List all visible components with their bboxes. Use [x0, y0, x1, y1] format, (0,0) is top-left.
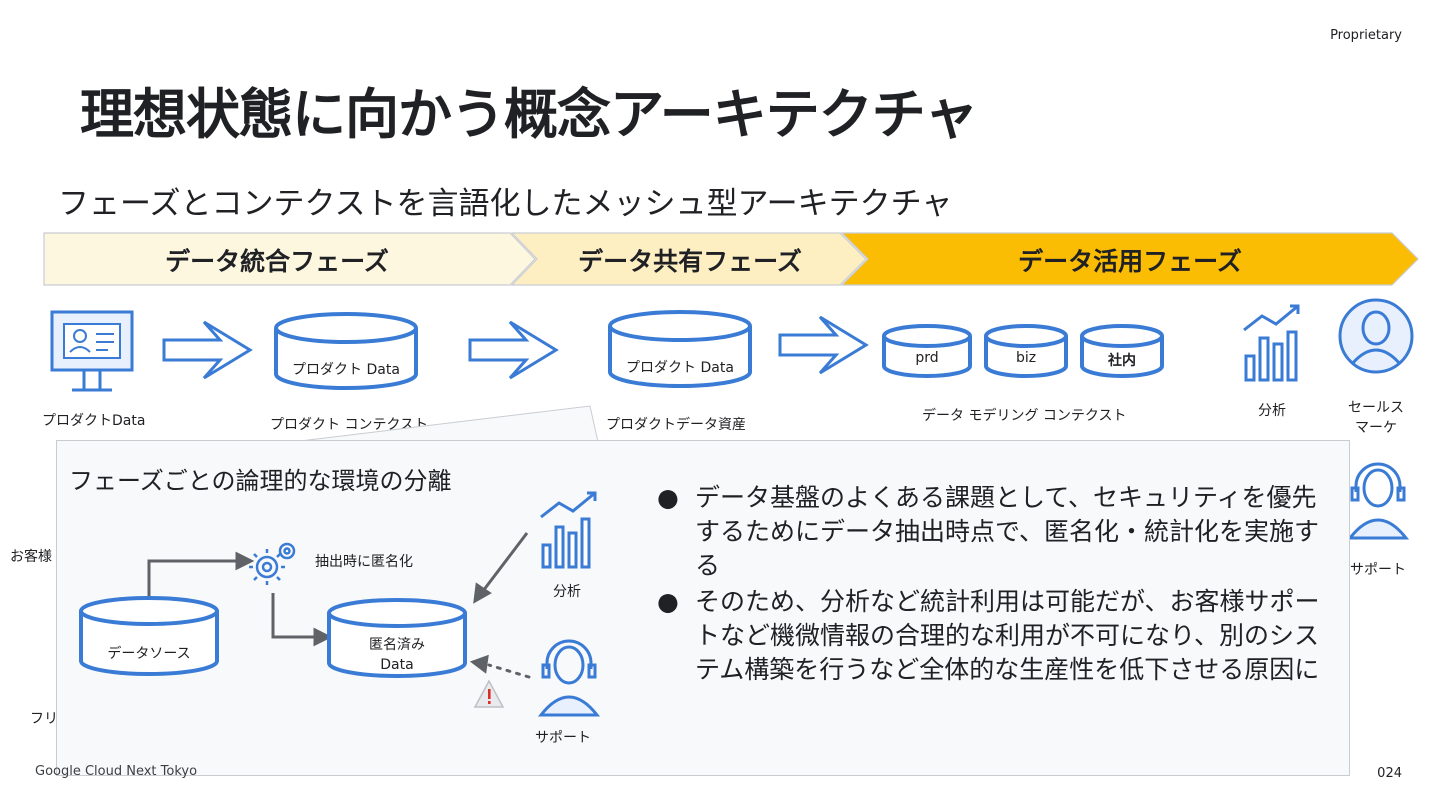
connector-support-to-anon [487, 663, 531, 679]
sales-person-icon [1338, 298, 1414, 374]
cylinder-2-text: プロダクト Data [626, 360, 734, 376]
top-flow-diagram [50, 298, 1414, 392]
anon-cylinder-text: 匿名済み Data [329, 635, 465, 675]
gears-icon [249, 542, 296, 585]
cylinder-prd-text: prd [915, 350, 939, 366]
phase-chevron-integrate [43, 232, 536, 286]
connector-source-to-gear [147, 559, 237, 599]
cylinder-1-label: プロダクト コンテクスト [270, 417, 429, 433]
bullet-item: ● データ基盤のよくある課題として、セキュリティを優先するためにデータ抽出時点で、… [657, 481, 1335, 583]
popup-analytics-label: 分析 [553, 584, 581, 600]
page-number: 024 [1377, 766, 1402, 781]
popup-analytics-icon [540, 491, 597, 569]
explanation-popup: フェーズごとの論理的な環境の分離 [56, 440, 1350, 776]
anon-cylinder-line2: Data [380, 657, 414, 673]
arrow-2 [468, 320, 559, 380]
cylinder-anonymized-data [327, 598, 467, 678]
analytics-label: 分析 [1258, 403, 1286, 419]
cylinder-biz-text: biz [1015, 350, 1037, 366]
support-label-right: サポート [1350, 562, 1406, 578]
cylinder-data-source [79, 596, 219, 676]
analytics-chart-icon [1243, 304, 1300, 382]
phase-label-integrate: データ統合フェーズ [165, 247, 389, 276]
phase-chevron-use [840, 232, 1419, 286]
connector-analytics-to-anon [481, 532, 529, 592]
popup-title: フェーズごとの論理的な環境の分離 [69, 467, 452, 495]
cylinder-biz [984, 324, 1068, 378]
popup-support-agent-icon [537, 639, 601, 717]
bullet-text-2: そのため、分析など統計利用は可能だが、お客様サポートなど機微情報の合理的な利用が… [695, 587, 1320, 684]
modeling-context-label: データ モデリング コンテクスト [922, 408, 1127, 424]
sales-label: セールス マーケ [1348, 400, 1404, 436]
warning-icon [473, 679, 505, 708]
cylinder-1-text: プロダクト Data [292, 362, 400, 378]
phase-label-use: データ活用フェーズ [1018, 247, 1242, 276]
bullet-list: ● データ基盤のよくある課題として、セキュリティを優先するためにデータ抽出時点で、… [657, 481, 1335, 689]
cylinder-prd [882, 324, 972, 378]
proprietary-label: Proprietary [1330, 28, 1402, 43]
page-title: 理想状態に向かう概念アーキテクチャ [80, 83, 978, 146]
phase-chevron-share [510, 232, 867, 286]
anon-cylinder-line1: 匿名済み [369, 637, 425, 653]
bullet-dot: ● [657, 483, 679, 512]
phase-label-share: データ共有フェーズ [578, 247, 802, 276]
footer-event-name: Google Cloud Next Tokyo [35, 764, 198, 779]
arrow-1 [162, 320, 253, 380]
cylinder-2-label: プロダクトデータ資産 [606, 417, 746, 433]
popup-support-label: サポート [535, 730, 591, 746]
bullet-item: ● そのため、分析など統計利用は可能だが、お客様サポートなど機微情報の合理的な利用… [657, 585, 1335, 687]
cylinder-product-data-2 [608, 310, 752, 388]
customer-label-partial: お客様 [10, 549, 52, 565]
bullet-text-1: データ基盤のよくある課題として、セキュリティを優先するためにデータ抽出時点で、匿… [695, 483, 1320, 580]
cylinder-internal-text: 社内 [1108, 353, 1136, 369]
phase-bar [43, 232, 1419, 286]
support-agent-icon [1346, 462, 1410, 540]
free-label-partial: フリ [30, 711, 58, 727]
source-label: プロダクトData [42, 413, 146, 429]
arrow-3 [778, 315, 869, 375]
anonymization-diagram [79, 491, 601, 717]
page-subtitle: フェーズとコンテクストを言語化したメッシュ型アーキテクチャ [58, 186, 953, 222]
monitor-profile-icon [50, 310, 134, 392]
anonymize-label: 抽出時に匿名化 [315, 554, 413, 570]
cylinder-internal [1080, 324, 1164, 378]
flow-arrows [162, 315, 869, 380]
cylinder-product-data-1 [274, 312, 418, 390]
bullet-dot: ● [657, 587, 679, 616]
connector-gear-to-anon [271, 593, 315, 639]
source-cylinder-text: データソース [107, 646, 191, 662]
